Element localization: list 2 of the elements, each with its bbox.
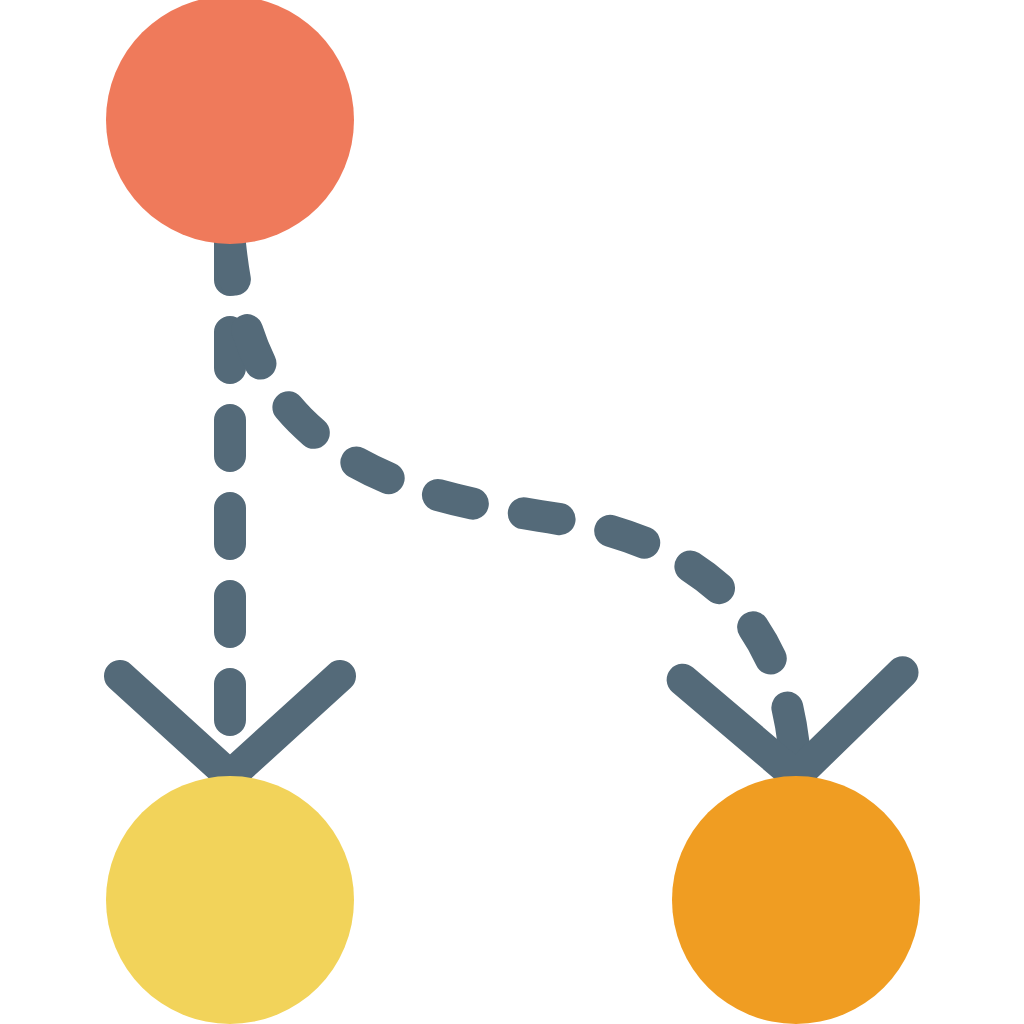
circle-node	[672, 776, 920, 1024]
circle-node	[106, 776, 354, 1024]
